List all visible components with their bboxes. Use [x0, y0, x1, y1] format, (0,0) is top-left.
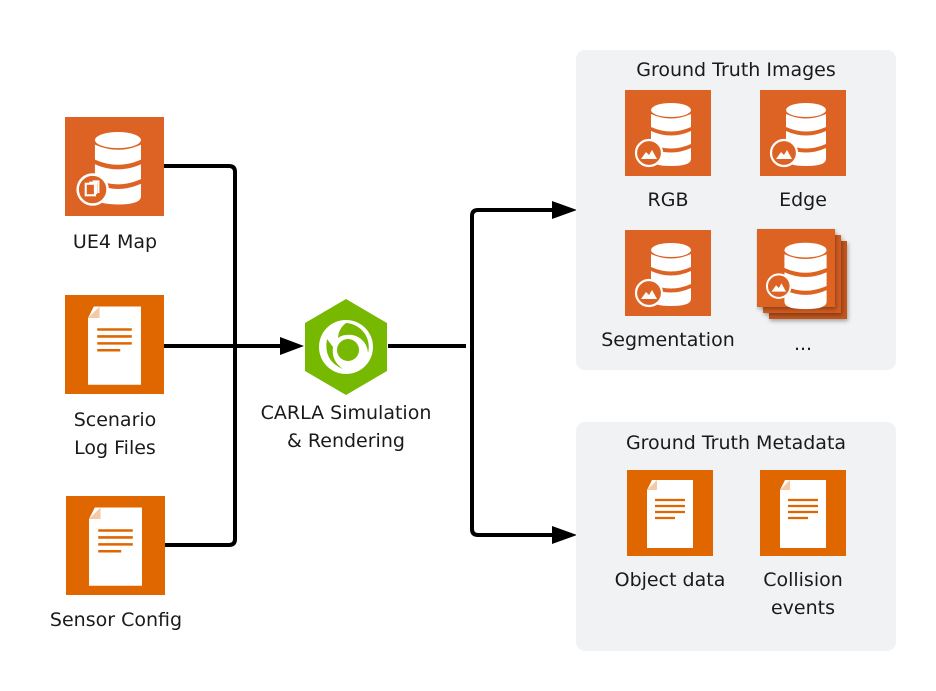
more-label: ... [793, 333, 813, 355]
ground-truth-images-panel: Ground Truth Images RGB Edge Segmentatio… [576, 50, 896, 370]
scenario-log-files-label-line2: Log Files [74, 437, 156, 459]
arrowhead-to-metadata [552, 526, 577, 544]
ground-truth-images-title: Ground Truth Images [636, 59, 836, 81]
rgb-label: RGB [647, 189, 689, 211]
database-layers-icon [65, 117, 164, 216]
connector-sensor-config [164, 346, 237, 547]
collision-events-label-line1: Collision [763, 569, 843, 591]
document-icon [627, 470, 713, 556]
document-icon [760, 470, 846, 556]
connector-to-metadata [470, 346, 560, 537]
database-image-icon [625, 90, 711, 176]
carla-label-line2: & Rendering [287, 430, 405, 452]
connector-to-images [470, 208, 560, 346]
database-image-icon [625, 230, 711, 316]
ground-truth-metadata-panel: Ground Truth Metadata Object data Collis… [576, 422, 896, 651]
ground-truth-metadata-title: Ground Truth Metadata [625, 432, 847, 454]
carla-label-line1: CARLA Simulation [260, 402, 432, 424]
connector-ue4-map [164, 164, 237, 346]
scenario-log-files-label-line1: Scenario [73, 409, 157, 431]
ue4-map-label: UE4 Map [72, 231, 158, 253]
segmentation-label: Segmentation [601, 329, 735, 351]
document-icon [65, 295, 164, 394]
arrowhead-to-images [552, 201, 577, 219]
arrowhead-to-carla [280, 337, 304, 355]
database-image-stack-icon [756, 228, 856, 328]
collision-events-label-line2: events [770, 597, 835, 619]
database-image-icon [760, 90, 846, 176]
edge-label: Edge [779, 189, 827, 211]
object-data-label: Object data [614, 569, 726, 591]
carla-hexagon-logo-icon [303, 297, 389, 397]
document-icon [66, 496, 165, 595]
sensor-config-label: Sensor Config [49, 609, 183, 631]
